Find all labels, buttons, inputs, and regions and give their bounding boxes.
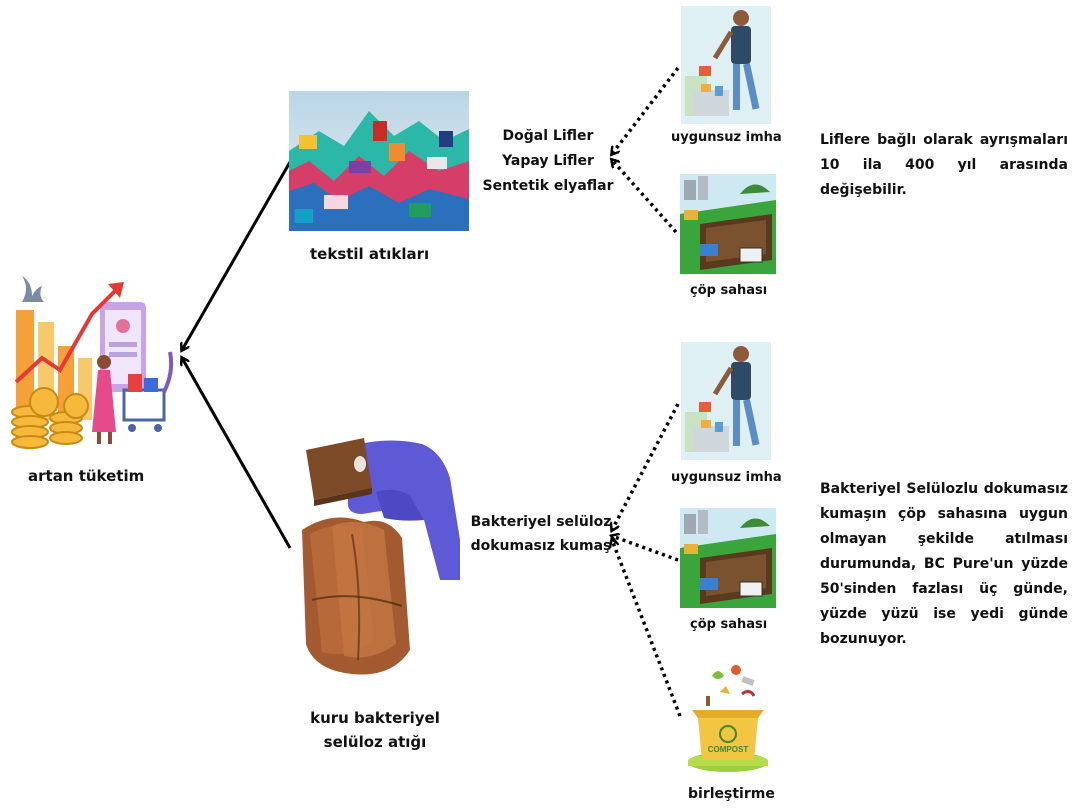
label-bc-fabric-line2: dokumasız kumaş: [470, 538, 612, 554]
landfill-icon-2: [680, 508, 776, 608]
note-bottom: Bakteriyel Selülozlu dokumasız kumaşın ç…: [820, 481, 1068, 647]
bacterial-cellulose-photo: [302, 438, 460, 675]
arrow-bc-to-consumption: [182, 358, 292, 549]
note-top: Liflere bağlı olarak ayrışmaları 10 ila …: [820, 132, 1068, 198]
label-consumption: artan tüketim: [28, 467, 145, 485]
arrow-textile-to-consumption: [182, 161, 292, 350]
label-disposal-top: uygunsuz imha: [671, 130, 782, 145]
label-composting: birleştirme: [688, 786, 775, 802]
fiber-natural: Doğal Lifler: [502, 128, 594, 144]
label-landfill-bottom: çöp sahası: [690, 617, 768, 632]
dotted-arrow-compost: [612, 540, 682, 717]
textile-waste-photo: [289, 91, 469, 231]
label-textile-waste: tekstil atıkları: [310, 245, 430, 263]
label-fibers: Doğal Lifler Yapay Lifler Sentetik elyaf…: [478, 124, 618, 199]
dotted-arrow-landfill-bottom: [612, 536, 679, 562]
label-bc-waste-line2: selüloz atığı: [323, 733, 427, 751]
fiber-artificial: Yapay Lifler: [502, 153, 594, 169]
dotted-arrow-landfill-top: [612, 160, 678, 234]
person-littering-icon-2: [681, 342, 771, 460]
consumption-illustration: [11, 276, 174, 449]
label-bc-fabric-line1: Bakteriyel selüloz: [470, 514, 612, 530]
person-littering-icon: [681, 6, 771, 124]
label-bc-waste: kuru bakteriyel selüloz atığı: [305, 706, 445, 754]
label-landfill-top: çöp sahası: [690, 283, 768, 298]
compost-box-text: COMPOST: [708, 745, 749, 754]
dotted-arrow-disposal-top: [612, 66, 680, 154]
label-bc-fabric: Bakteriyel selüloz dokumasız kumaş: [468, 510, 614, 558]
landfill-icon: [680, 174, 776, 274]
label-bc-waste-line1: kuru bakteriyel: [310, 709, 440, 727]
fiber-synthetic: Sentetik elyaflar: [482, 178, 614, 194]
dotted-arrow-disposal-bottom: [612, 403, 680, 530]
compost-bin-icon: COMPOST: [688, 665, 768, 772]
label-disposal-bottom: uygunsuz imha: [671, 470, 782, 485]
